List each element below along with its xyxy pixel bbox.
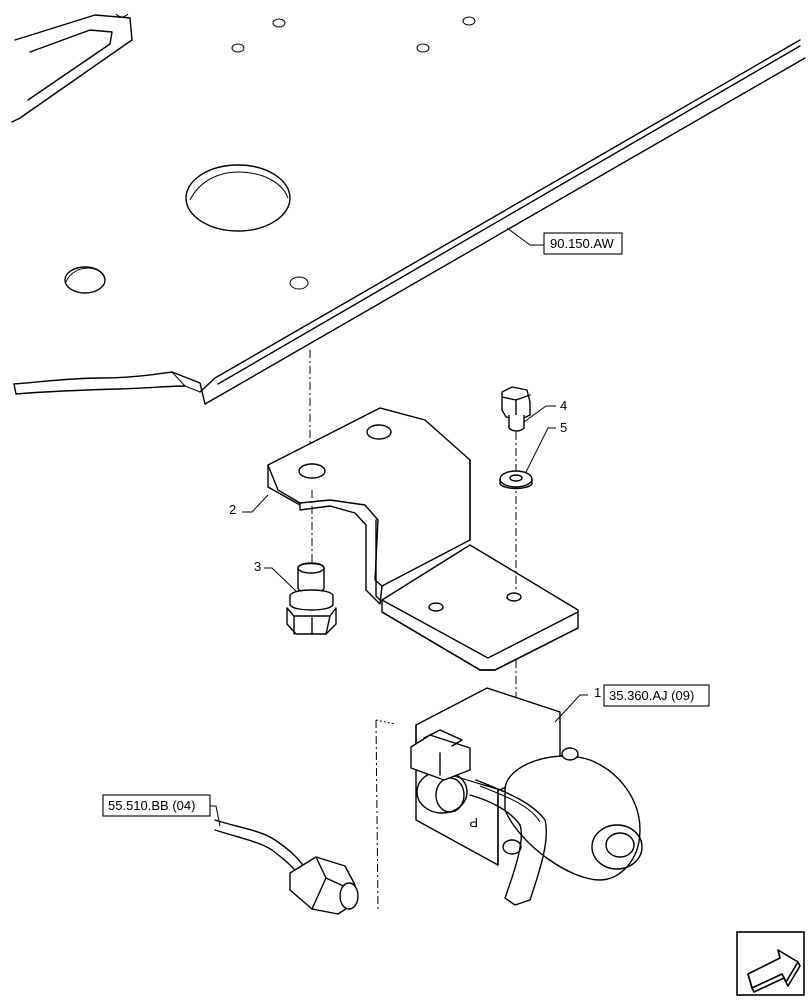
solenoid-valve: P bbox=[375, 687, 643, 911]
ref-frame-plate-text: 90.150.AW bbox=[550, 236, 615, 251]
callout-5-label: 5 bbox=[560, 420, 567, 435]
ref-frame-plate-link[interactable]: 90.150.AW bbox=[543, 232, 623, 255]
mounting-bracket bbox=[267, 407, 579, 671]
ref-harness-text: 55.510.BB (04) bbox=[108, 798, 195, 813]
washer bbox=[499, 470, 533, 490]
callout-3-label: 3 bbox=[254, 559, 261, 574]
bolt bbox=[501, 386, 531, 432]
stud-bolt bbox=[286, 562, 337, 635]
valve-marking: P bbox=[469, 815, 478, 830]
callout-4[interactable]: 4 bbox=[523, 398, 567, 423]
ref-solenoid-valve-text: 35.360.AJ (09) bbox=[609, 688, 694, 703]
frame-plate bbox=[11, 13, 806, 405]
callout-1[interactable]: 1 bbox=[554, 685, 601, 723]
callout-1-label: 1 bbox=[594, 685, 601, 700]
ref-solenoid-valve-link[interactable]: 35.360.AJ (09) bbox=[603, 684, 710, 707]
callout-3[interactable]: 3 bbox=[254, 559, 298, 593]
next-page-arrow-icon[interactable] bbox=[736, 931, 805, 996]
callout-2-label: 2 bbox=[229, 502, 236, 517]
callout-5[interactable]: 5 bbox=[525, 420, 567, 473]
harness-leader bbox=[210, 805, 221, 827]
harness-connector bbox=[214, 819, 359, 915]
ref-harness-link[interactable]: 55.510.BB (04) bbox=[102, 794, 211, 817]
callout-4-label: 4 bbox=[560, 398, 567, 413]
callout-2[interactable]: 2 bbox=[229, 494, 269, 517]
